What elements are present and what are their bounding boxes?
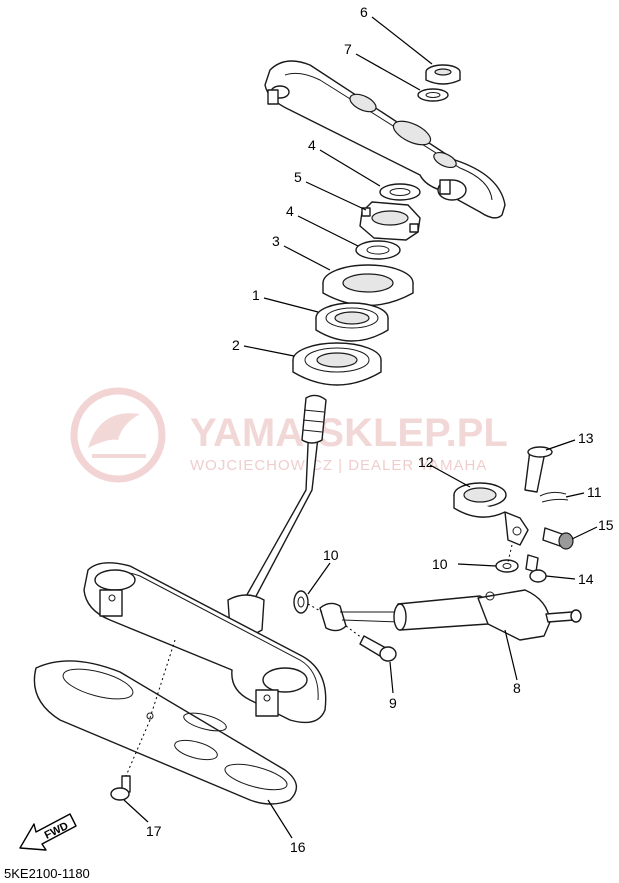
- steering-stem: [227, 394, 327, 636]
- part-2-bearing: [292, 342, 382, 386]
- callout-16: 16: [290, 839, 306, 855]
- fwd-arrow-icon: FWD: [19, 813, 77, 851]
- part-7-washer: [417, 88, 449, 102]
- watermark-title: YAMA-SKLEP.PL: [190, 411, 508, 455]
- part-4-washer-upper: [379, 183, 421, 201]
- callout-17: 17: [146, 823, 162, 839]
- callout-6: 6: [360, 4, 368, 20]
- callout-4-upper: 4: [308, 137, 316, 153]
- part-15-bolt: [542, 527, 574, 550]
- part-1-bearing: [315, 302, 389, 342]
- callout-12: 12: [418, 454, 434, 470]
- part-6-nut: [425, 64, 461, 85]
- part-8-steering-damper: [319, 589, 582, 641]
- part-12-clamp: [453, 482, 529, 546]
- leader-lines: [123, 16, 598, 839]
- upper-bracket: [264, 60, 506, 219]
- callout-1: 1: [252, 287, 260, 303]
- callout-3: 3: [272, 233, 280, 249]
- watermark-subtitle: WOJCIECHOWICZ | DEALER YAMAHA: [190, 457, 487, 474]
- part-5-ring-nut: [359, 201, 421, 241]
- watermark-logo: [70, 387, 166, 483]
- part-4-washer-lower: [355, 240, 401, 260]
- callout-10-left: 10: [323, 547, 339, 563]
- callout-4-lower: 4: [286, 203, 294, 219]
- callout-8: 8: [513, 680, 521, 696]
- diagram-code: 5KE2100-1180: [4, 866, 90, 881]
- fwd-label: FWD: [43, 820, 71, 842]
- part-14-bolt: [525, 554, 547, 583]
- callout-9: 9: [389, 695, 397, 711]
- lower-bracket: [83, 562, 327, 724]
- callout-7: 7: [344, 41, 352, 57]
- callout-11: 11: [587, 484, 602, 500]
- callout-labels: 6 7 4 5 4 3 1 2 13 12 11 15 10 10 14 9 8…: [146, 4, 614, 855]
- callout-14: 14: [578, 571, 594, 587]
- part-16-cover-plate: [33, 660, 298, 805]
- callout-15: 15: [598, 517, 614, 533]
- part-13-pin: [524, 446, 553, 493]
- part-10-washer-right: [495, 559, 519, 573]
- watermark: YAMA-SKLEP.PL WOJCIECHOWICZ | DEALER YAM…: [70, 387, 508, 483]
- assembly-guide-lines: [125, 544, 513, 777]
- callout-13: 13: [578, 430, 594, 446]
- part-10-washer-left: [293, 590, 309, 614]
- callout-2: 2: [232, 337, 240, 353]
- part-3-dust-seal: [322, 264, 414, 307]
- part-17-bolt: [110, 775, 131, 801]
- callout-5: 5: [294, 169, 302, 185]
- callout-10-right: 10: [432, 556, 448, 572]
- part-11-clip: [539, 491, 569, 503]
- part-9-bolt: [359, 635, 397, 662]
